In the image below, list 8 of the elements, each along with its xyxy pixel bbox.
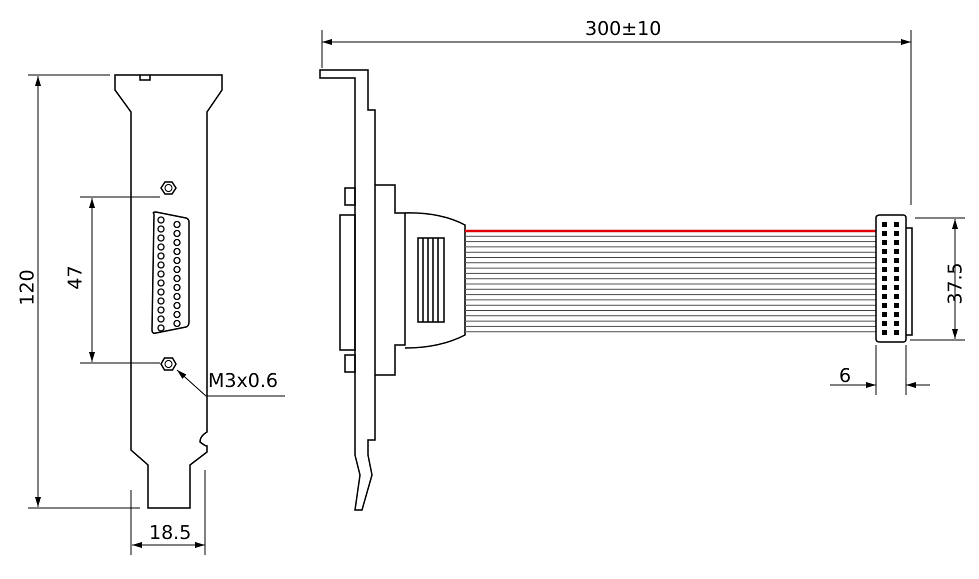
leader-line (176, 370, 286, 396)
thread-size-label: M3x0.6 (208, 372, 278, 391)
hex-screw-icon (160, 356, 177, 370)
dimension-label: 300±10 (585, 20, 662, 39)
dimension-label: 120 (18, 269, 38, 306)
dimension-label: 6 (839, 367, 852, 386)
dimension-label: 47 (66, 265, 86, 290)
dimension-label: 18.5 (149, 524, 192, 543)
